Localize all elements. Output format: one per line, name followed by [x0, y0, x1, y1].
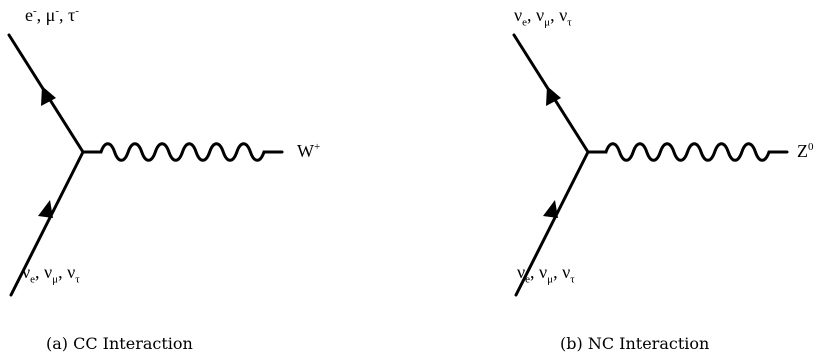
lepton-mu: μ- [45, 5, 59, 25]
panel-cc-interaction: e-, μ-, τ- νe, νμ, ντ W+ (a) CC Interact… [7, 5, 321, 353]
outgoing-lepton-label: e-, μ-, τ- [25, 5, 79, 25]
fermion-arrow-outgoing [41, 86, 56, 106]
panel-nc-interaction: νe, νμ, ντ νe, νμ, ντ Z0 (b) NC Interact… [412, 0, 823, 362]
caption-b: (b) NC Interaction [560, 334, 710, 353]
boson-label-z: Z0 [797, 141, 814, 161]
lepton-tau: τ- [68, 5, 79, 25]
feynman-diagram-cc [7, 33, 284, 297]
fermion-arrow-incoming [38, 200, 53, 218]
fermion-arrow-incoming [543, 200, 558, 218]
incoming-neutrino-label: νe, νμ, ντ [517, 262, 575, 286]
boson-label-w: W+ [297, 141, 321, 161]
feynman-diagram-nc [512, 33, 789, 297]
incoming-fermion-line [514, 150, 590, 297]
lepton-e: e- [25, 5, 37, 25]
boson-wavy-line [81, 142, 284, 162]
boson-wavy-line [586, 142, 789, 162]
incoming-fermion-line [9, 150, 85, 297]
outgoing-neutrino-label: νe, νμ, ντ [514, 5, 572, 29]
fermion-arrow-outgoing [546, 86, 561, 106]
incoming-neutrino-label: νe, νμ, ντ [22, 262, 80, 286]
caption-a: (a) CC Interaction [46, 334, 193, 353]
